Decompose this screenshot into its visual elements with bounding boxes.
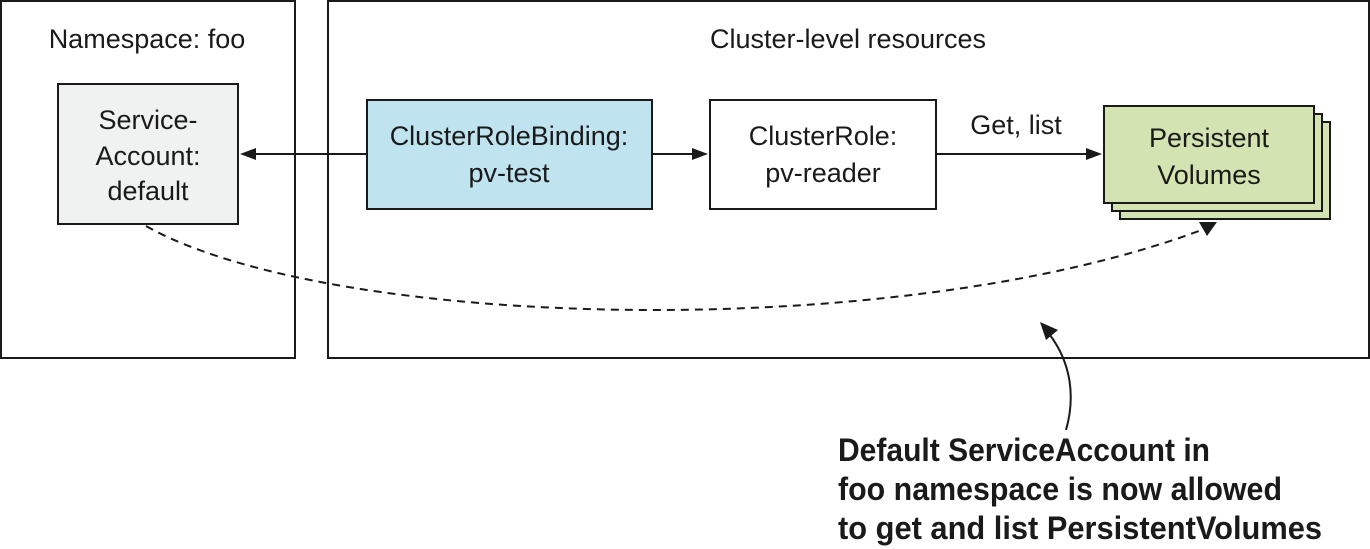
cluster-role-line-1: ClusterRole: [749, 121, 898, 151]
annotation: Default ServiceAccount in foo namespace … [838, 432, 1322, 546]
binding-to-service-account-arrow [240, 148, 367, 160]
binding-to-role-arrow [652, 148, 708, 160]
cluster-role-box [709, 99, 937, 210]
service-account-node: Service- Account: default [57, 83, 239, 225]
cluster-title: Cluster-level resources [710, 24, 986, 54]
cluster-role-binding-box [366, 99, 653, 210]
cluster-role-line-2: pv-reader [765, 158, 881, 188]
role-to-volumes-arrow [936, 148, 1102, 160]
access-dashed-arrow [145, 222, 1217, 311]
verbs-label: Get, list [970, 110, 1062, 140]
persistent-volumes-line-1: Persistent [1149, 123, 1270, 153]
annotation-line-2: foo namespace is now allowed [838, 471, 1282, 507]
service-account-box [57, 83, 239, 225]
annotation-line-1: Default ServiceAccount in [838, 432, 1210, 468]
service-account-line-2: Account: [95, 141, 200, 171]
namespace-panel: Namespace: foo [0, 0, 296, 359]
cluster-role-binding-line-2: pv-test [468, 158, 550, 188]
service-account-line-1: Service- [98, 105, 197, 135]
persistent-volumes-box-front [1103, 105, 1315, 204]
annotation-pointer-arrow [1040, 322, 1072, 431]
annotation-line-3: to get and list PersistentVolumes [838, 510, 1322, 546]
cluster-role-binding-line-1: ClusterRoleBinding: [390, 121, 629, 151]
persistent-volumes-line-2: Volumes [1157, 160, 1261, 190]
cluster-role-node: ClusterRole: pv-reader [709, 99, 937, 210]
cluster-role-binding-node: ClusterRoleBinding: pv-test [366, 99, 653, 210]
service-account-line-3: default [107, 176, 189, 206]
persistent-volumes-node: Persistent Volumes [1103, 105, 1331, 220]
namespace-title: Namespace: foo [49, 24, 246, 54]
